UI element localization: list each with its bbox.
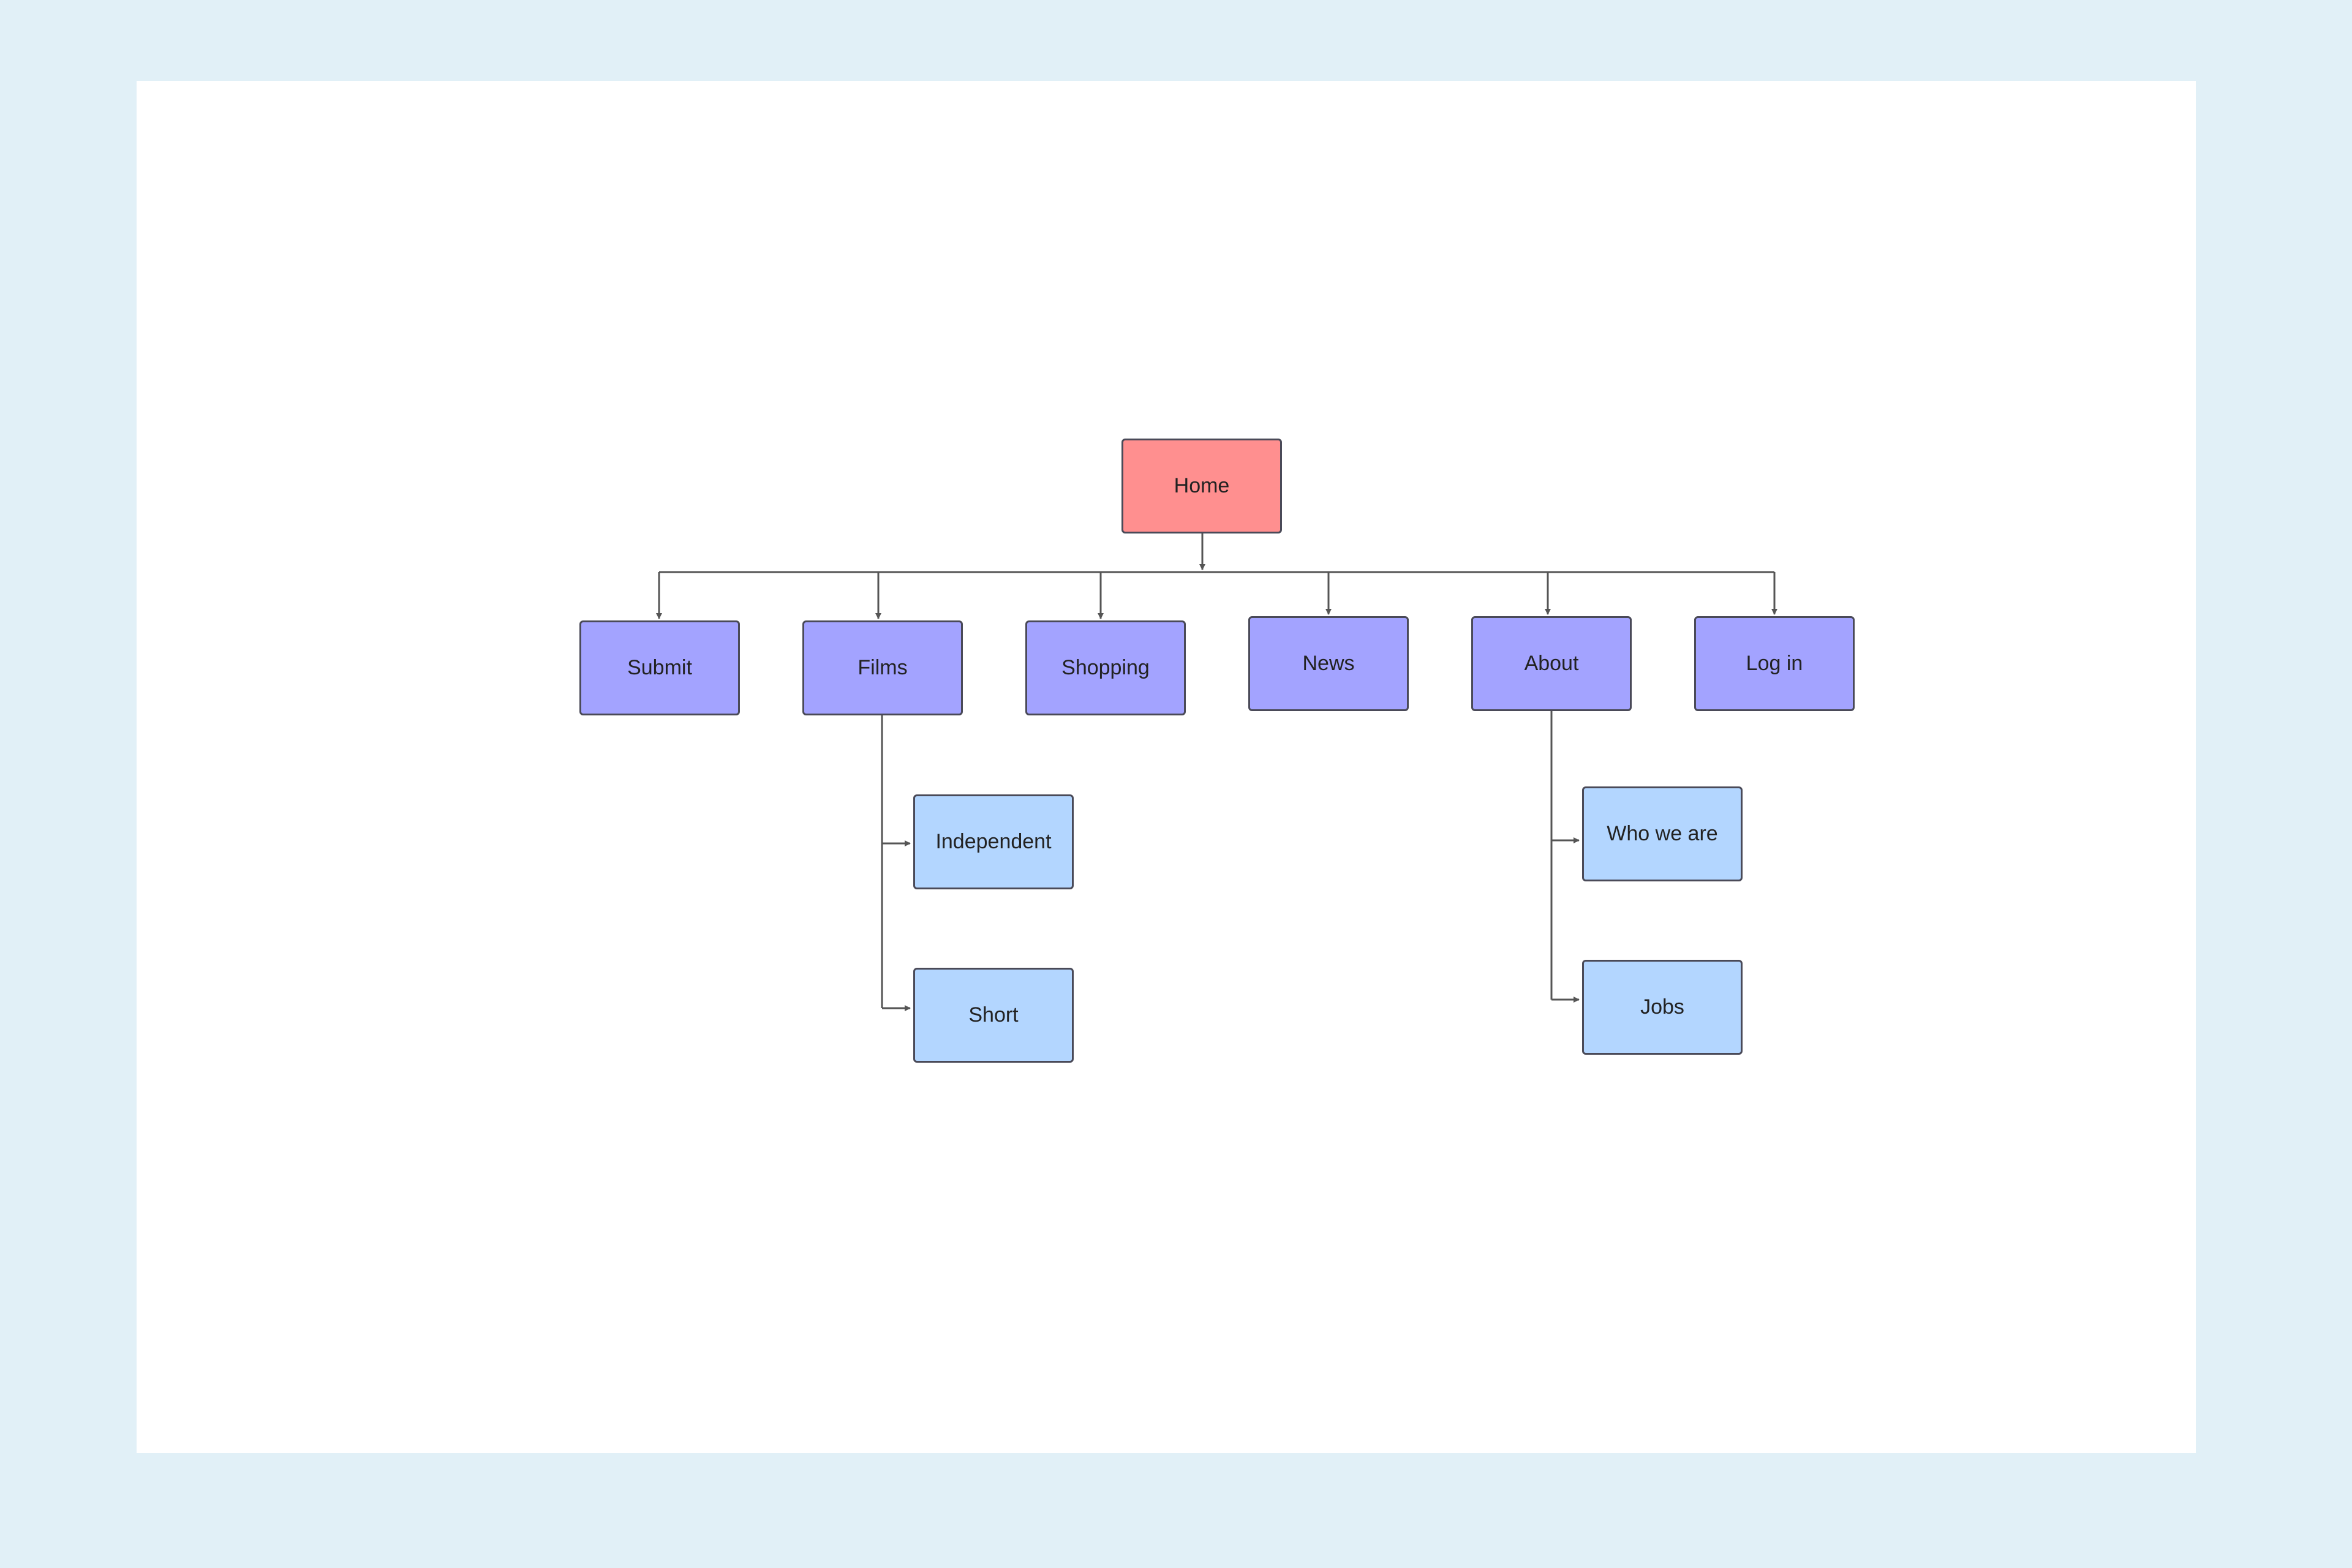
node-independent[interactable]: Independent: [913, 794, 1074, 889]
node-short-label: Short: [968, 1003, 1019, 1027]
node-jobs[interactable]: Jobs: [1582, 960, 1743, 1055]
node-log-in-label: Log in: [1746, 652, 1803, 675]
node-home-label: Home: [1174, 474, 1230, 497]
node-films[interactable]: Films: [802, 620, 963, 715]
node-shopping-label: Shopping: [1061, 656, 1150, 679]
node-home[interactable]: Home: [1121, 439, 1282, 533]
node-news[interactable]: News: [1248, 616, 1409, 711]
node-shopping[interactable]: Shopping: [1025, 620, 1186, 715]
node-about-label: About: [1524, 652, 1579, 675]
node-submit[interactable]: Submit: [579, 620, 740, 715]
node-news-label: News: [1302, 652, 1355, 675]
node-short[interactable]: Short: [913, 968, 1074, 1063]
diagram-canvas: [137, 81, 2196, 1453]
node-about[interactable]: About: [1471, 616, 1632, 711]
node-jobs-label: Jobs: [1640, 995, 1684, 1019]
node-submit-label: Submit: [627, 656, 692, 679]
node-independent-label: Independent: [935, 830, 1052, 853]
node-films-label: Films: [858, 656, 908, 679]
node-log-in[interactable]: Log in: [1694, 616, 1855, 711]
node-who-we-are[interactable]: Who we are: [1582, 786, 1743, 881]
node-who-we-are-label: Who we are: [1607, 822, 1718, 845]
